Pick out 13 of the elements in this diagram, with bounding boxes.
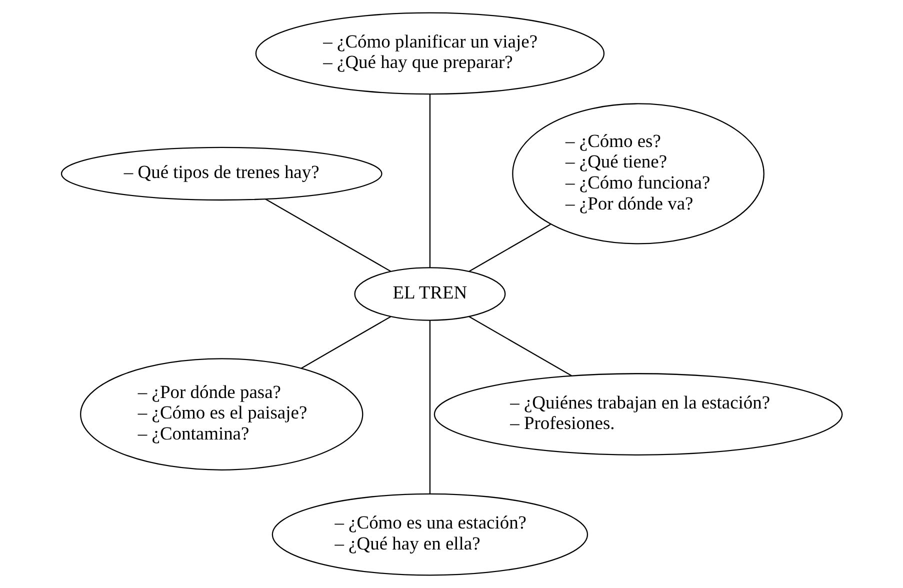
node-ellipse: – ¿Cómo es una estación? – ¿Qué hay en ella? <box>271 493 588 576</box>
connector <box>264 198 391 272</box>
connector <box>428 94 430 268</box>
node-ellipse: – ¿Por dónde pasa? – ¿Cómo es el paisaje? – ¿Contamina? <box>80 358 363 470</box>
node-ellipse: EL TREN <box>354 267 506 321</box>
connector <box>300 316 391 369</box>
node-ellipse: – ¿Quiénes trabajan en la estación? – Profesiones. <box>433 373 842 456</box>
node-ellipse: – ¿Cómo planificar un viaje? – ¿Qué hay que preparar? <box>254 12 604 95</box>
node-ellipse: – Qué tipos de trenes hay? <box>60 146 382 201</box>
connector <box>428 320 430 494</box>
connector <box>468 224 550 272</box>
node-ellipse: – ¿Cómo es? – ¿Qué tiene? – ¿Cómo funciona? – ¿Por dónde va? <box>512 103 764 244</box>
connector <box>468 316 572 376</box>
